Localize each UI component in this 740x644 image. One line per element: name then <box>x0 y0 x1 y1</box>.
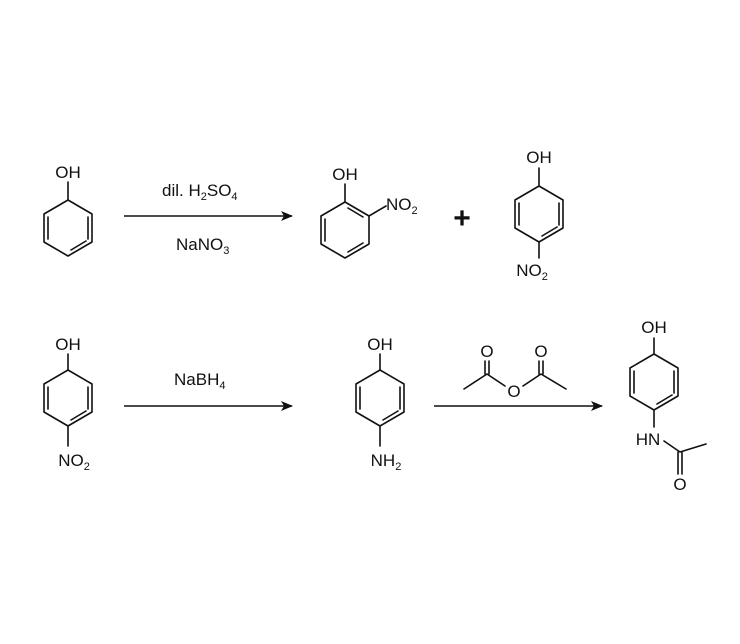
para-nitrophenol-reactant-no2-label: NO2 <box>58 451 90 473</box>
step1-reagent-nitrate: NaNO3 <box>176 235 229 257</box>
ortho-nitrophenol-oh-label: OH <box>332 165 358 184</box>
para-aminophenol-molecule: OH NH2 <box>355 335 405 473</box>
paracetamol-bonds <box>629 337 707 475</box>
para-aminophenol-oh-label: OH <box>367 335 393 354</box>
step2-reagent-borohydride: NaBH4 <box>174 370 225 392</box>
phenol-oh-label: OH <box>55 163 81 182</box>
plus-sign: + <box>453 202 471 235</box>
step2-arrow: NaBH4 <box>124 370 293 411</box>
anhydride-carbonyl-o-left: O <box>480 342 493 361</box>
para-nitrophenol-reactant-molecule: OH NO2 <box>43 335 93 473</box>
paracetamol-oh-label: OH <box>641 318 667 337</box>
acetic-anhydride-bonds <box>463 360 567 390</box>
phenol-ring <box>43 181 93 257</box>
para-aminophenol-nh2-label: NH2 <box>371 451 402 473</box>
para-nitrophenol-reactant-ring <box>43 353 93 447</box>
step1-reagent-acid: dil. H2SO4 <box>162 181 238 203</box>
paracetamol-hn-label: HN <box>636 430 661 449</box>
acetic-anhydride-molecule: O O O <box>463 342 567 401</box>
para-nitrophenol-reactant-oh-label: OH <box>55 335 81 354</box>
anhydride-carbonyl-o-right: O <box>534 342 547 361</box>
anhydride-bridging-o: O <box>507 382 520 401</box>
para-nitrophenol-product-ring <box>514 167 564 259</box>
ortho-nitrophenol-no2-label: NO2 <box>386 195 418 217</box>
ortho-nitrophenol-molecule: OH NO2 <box>320 165 418 259</box>
paracetamol-molecule: OH HN O <box>629 318 707 494</box>
para-nitrophenol-product-no2-label: NO2 <box>516 261 548 283</box>
para-nitrophenol-product-molecule: OH NO2 <box>514 148 564 283</box>
ortho-nitrophenol-ring <box>320 183 387 259</box>
para-aminophenol-ring <box>355 353 405 447</box>
phenol-molecule: OH <box>43 163 93 257</box>
paracetamol-carbonyl-o-label: O <box>673 475 686 494</box>
step1-arrow: dil. H2SO4 NaNO3 <box>124 181 293 257</box>
para-nitrophenol-product-oh-label: OH <box>526 148 552 167</box>
